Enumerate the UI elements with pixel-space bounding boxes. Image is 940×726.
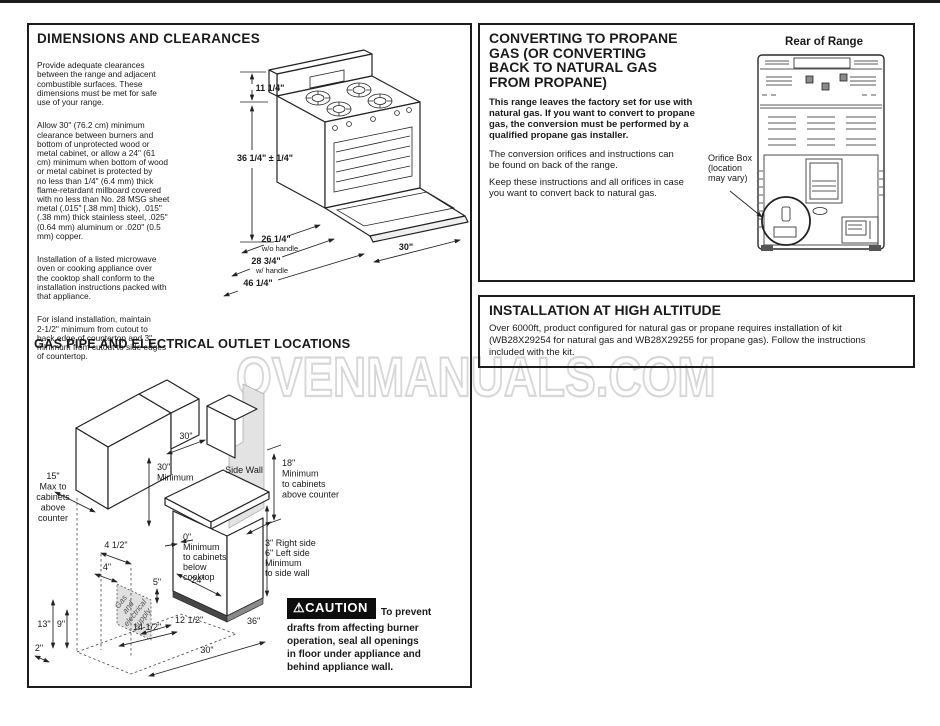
burner-grates	[305, 82, 393, 117]
altitude-body: Over 6000ft, product configured for natu…	[489, 323, 866, 358]
caution-body-text: drafts from affecting burner operation, …	[287, 623, 421, 673]
side-wall-label: Side Wall	[225, 465, 263, 475]
converting-title: CONVERTING TO PROPANE GAS (OR CONVERTING…	[489, 30, 678, 90]
backguard-height-label: 11 1/4"	[256, 83, 285, 93]
left-foot	[761, 245, 773, 251]
high-altitude-panel: INSTALLATION AT HIGH ALTITUDE Over 6000f…	[478, 295, 915, 368]
converting-bold-paragraph: This range leaves the factory set for us…	[489, 97, 695, 141]
caution-badge-label: CAUTION	[305, 600, 368, 615]
range-rear-body	[757, 54, 885, 251]
dim-4-label: 4"	[103, 562, 111, 572]
altitude-title: INSTALLATION AT HIGH ALTITUDE	[489, 302, 722, 318]
dim-4-5-label: 4 1/2"	[104, 540, 127, 550]
range-open-door	[324, 187, 469, 243]
warning-icon: ⚠	[293, 600, 306, 615]
range-dimension-lines	[223, 71, 461, 297]
range-dimension-labels: 11 1/4" 36 1/4" ± 1/4" 26 1/4" w/o handl…	[237, 83, 413, 288]
construction-dashed-lines	[75, 498, 238, 675]
dim-9-label: 9"	[57, 619, 65, 629]
min-30-label: 30"Minimum	[157, 462, 194, 483]
range-dimensions-diagram: 11 1/4" 36 1/4" ± 1/4" 26 1/4" w/o handl…	[223, 49, 469, 297]
gas-dimension-arrows	[34, 439, 282, 677]
dim-5-label: 5"	[153, 577, 161, 587]
dimensions-clearances-panel: DIMENSIONS AND CLEARANCES Provide adequa…	[27, 23, 472, 688]
converting-paragraph: Keep these instructions and all orifices…	[489, 177, 684, 199]
dim-36-label: 36"	[247, 616, 260, 626]
orifice-pointer-arrow	[729, 190, 763, 218]
right-foot	[869, 245, 881, 251]
top-vents	[762, 60, 878, 96]
terminal-box	[841, 216, 879, 244]
caution-lead-text: To prevent	[380, 607, 432, 618]
depth-handle-note: w/ handle	[255, 266, 288, 275]
dimensions-title: DIMENSIONS AND CLEARANCES	[37, 31, 261, 46]
gap-30-label: 30"	[179, 431, 192, 441]
mid-vents	[768, 116, 876, 146]
oven-racks	[335, 135, 411, 183]
dim-24-label: 24"	[191, 575, 204, 585]
upper-cabinets	[75, 379, 258, 510]
watermark: OVENMANUALS.COM	[235, 344, 716, 409]
control-knobs	[332, 107, 412, 131]
rear-of-range-title: Rear of Range	[785, 36, 863, 48]
dim-12-5-label: 12 1/2"	[175, 615, 203, 625]
converting-paragraph: The conversion orifices and instructions…	[489, 149, 674, 171]
depth-no-handle-label: 26 1/4"	[261, 234, 290, 244]
range-width-label: 30"	[399, 242, 413, 252]
caution-block: ⚠CAUTION To prevent drafts from affectin…	[287, 598, 459, 674]
cooktop-height-label: 36 1/4" ± 1/4"	[237, 153, 293, 163]
clearance-paragraph: For island installation, maintain 2-1/2"…	[37, 314, 167, 362]
page-top-rule	[0, 0, 940, 3]
caution-badge: ⚠CAUTION	[287, 598, 376, 619]
dim-2-label: 2"	[35, 643, 43, 653]
clearance-paragraph: Installation of a listed microwave oven …	[37, 254, 167, 302]
range-backguard	[268, 49, 373, 97]
range-display-window	[309, 69, 345, 89]
depth-handle-label: 28 3/4"	[251, 256, 280, 266]
clearance-paragraph: Allow 30" (76.2 cm) minimum clearance be…	[37, 120, 170, 241]
depth-no-handle-note: w/o handle	[261, 244, 298, 253]
toe-kick-side	[226, 597, 264, 623]
dim-13-label: 13"	[37, 619, 50, 629]
rear-access-door	[805, 158, 843, 204]
dim-14-5-label: 14 1/2"	[133, 622, 161, 632]
dim-30-floor-label: 30"	[200, 645, 213, 655]
orifice-box	[761, 196, 811, 246]
side-trim	[759, 170, 883, 228]
rear-of-range-diagram: Rear of Range	[708, 36, 885, 251]
converting-propane-panel: CONVERTING TO PROPANE GAS (OR CONVERTING…	[478, 23, 915, 282]
gas-pipe-title: GAS PIPE AND ELECTRICAL OUTLET LOCATIONS	[34, 336, 351, 351]
dimensions-text-column: Provide adequate clearances between the …	[37, 52, 242, 376]
oven-opening	[333, 126, 413, 193]
clearance-paragraph: Provide adequate clearances between the …	[37, 60, 157, 108]
depth-door-open-label: 46 1/4"	[243, 278, 272, 288]
